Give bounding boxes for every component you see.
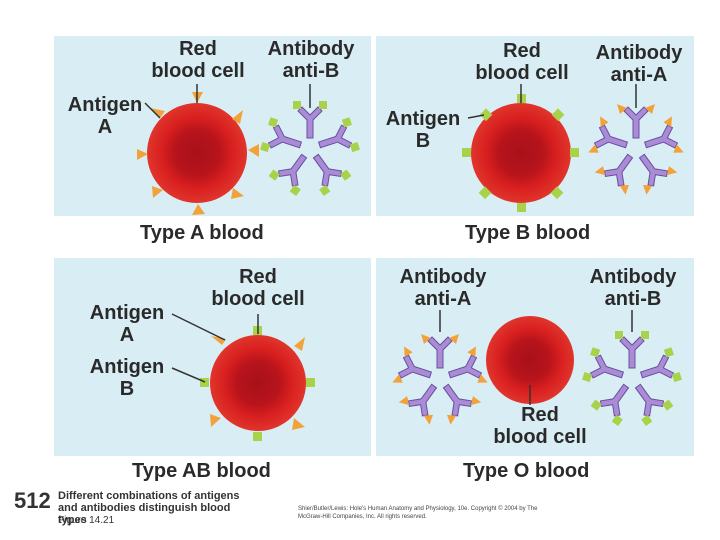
copyright-credit: Shier/Butler/Lewis: Hole's Human Anatomy…: [298, 506, 538, 520]
type-b-caption: Type B blood: [465, 222, 591, 244]
type-a-antigens: [137, 92, 259, 215]
figure-label: Figure 14.21: [58, 515, 115, 526]
type-b-antibody-anti-a: [588, 104, 684, 195]
type-a-caption: Type A blood: [140, 222, 264, 244]
figure-title: Different combinations of antigens and a…: [58, 490, 240, 526]
page-number: 512: [14, 488, 51, 513]
type-o-antibody-anti-a: [392, 334, 488, 425]
type-o-antibody-b-label: Antibody anti-B: [589, 266, 677, 310]
type-o-antibody-a-label: Antibody anti-A: [399, 266, 487, 310]
type-o-antibody-anti-b: [582, 331, 682, 427]
type-o-cell-label: Red blood cell: [493, 404, 587, 448]
type-o-caption: Type O blood: [463, 460, 590, 482]
type-b-cell-label: Red blood cell: [475, 40, 569, 84]
type-a-antigen-leader: [144, 102, 161, 119]
type-a-cell-label: Red blood cell: [151, 38, 245, 82]
type-ab-antigen-b-label: Antigen B: [89, 356, 165, 400]
type-ab-red-blood-cell: [210, 335, 306, 431]
type-ab-antigen-a-label: Antigen A: [89, 302, 165, 346]
type-ab-caption: Type AB blood: [132, 460, 271, 482]
type-b-antigen-label: Antigen B: [385, 108, 461, 152]
type-a-antibody-label: Antibody anti-B: [267, 38, 355, 82]
type-o-red-blood-cell: [486, 316, 574, 404]
type-a-antigen-label: Antigen A: [67, 94, 143, 138]
type-ab-cell-label: Red blood cell: [211, 266, 305, 310]
type-b-red-blood-cell: [471, 103, 571, 203]
type-a-antibody-anti-b: [260, 101, 360, 197]
type-a-red-blood-cell: [147, 103, 247, 203]
type-b-antibody-label: Antibody anti-A: [595, 42, 683, 86]
